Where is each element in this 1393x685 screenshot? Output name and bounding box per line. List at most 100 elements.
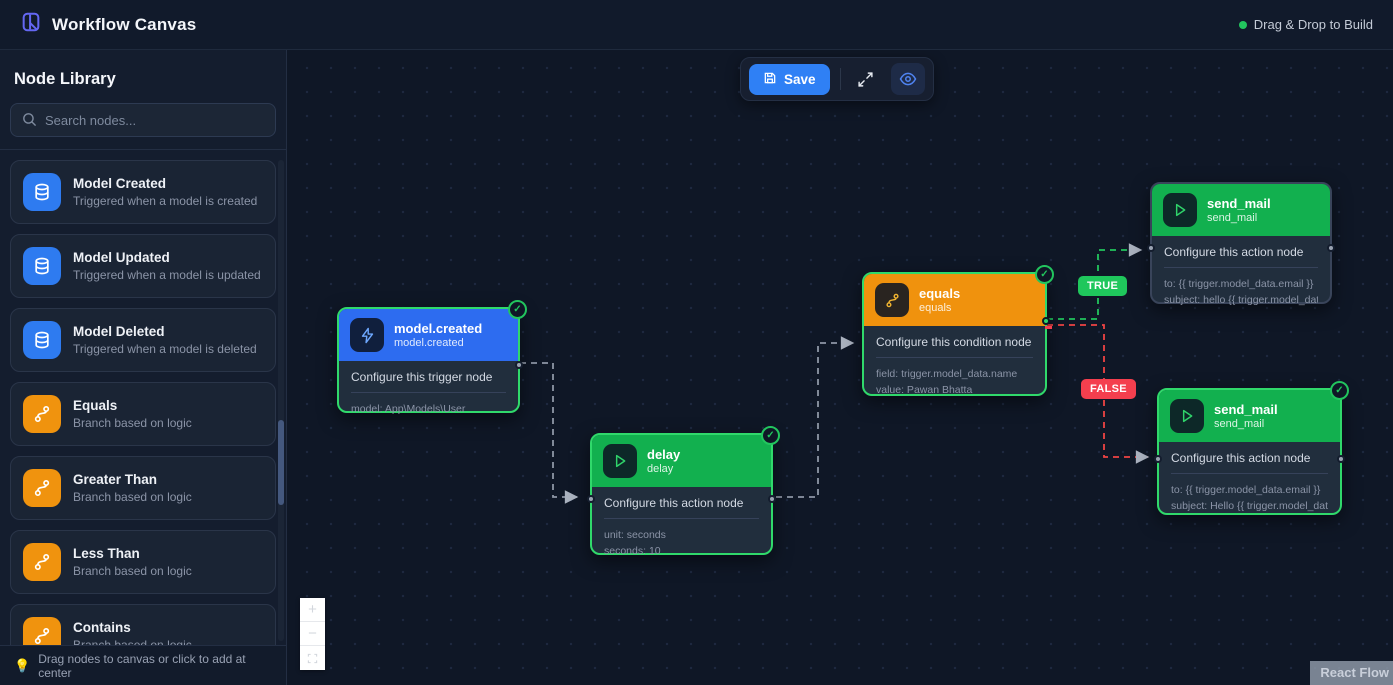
- sidebar-title: Node Library: [14, 70, 116, 88]
- node-send-mail-true[interactable]: send_mail send_mail Configure this actio…: [1147, 182, 1335, 306]
- true-output-handle[interactable]: [1042, 317, 1050, 325]
- list-item-desc: Branch based on logic: [73, 564, 192, 578]
- play-icon: [603, 444, 637, 478]
- search-wrap: [10, 103, 276, 137]
- node-title: send_mail: [1214, 402, 1278, 418]
- node-header: send_mail send_mail: [1159, 390, 1340, 442]
- preview-button[interactable]: [890, 63, 925, 95]
- node-subtitle: equals: [919, 301, 952, 314]
- output-handle[interactable]: [768, 495, 776, 503]
- list-item-desc: Branch based on logic: [73, 638, 192, 645]
- search-icon: [21, 111, 38, 133]
- node-model-created[interactable]: ✓ model.created model.created Configure …: [337, 300, 527, 415]
- database-icon: [23, 173, 61, 211]
- zoom-out-button[interactable]: −: [300, 622, 325, 646]
- list-item-desc: Branch based on logic: [73, 416, 192, 430]
- top-bar: Workflow Canvas Drag & Drop to Build: [0, 0, 1393, 50]
- list-item-model-deleted[interactable]: Model Deleted Triggered when a model is …: [10, 308, 276, 372]
- zoom-in-button[interactable]: +: [300, 598, 325, 622]
- list-item-contains[interactable]: Contains Branch based on logic: [10, 604, 276, 645]
- node-title: model.created: [394, 321, 483, 337]
- toolbar-divider: [839, 68, 841, 90]
- list-item-label: Model Deleted: [73, 324, 165, 339]
- lightning-icon: [350, 318, 384, 352]
- false-output-handle[interactable]: [1045, 326, 1052, 329]
- status-dot-icon: [1238, 20, 1247, 29]
- list-item-desc: Triggered when a model is updated: [73, 268, 261, 282]
- list-item-model-created[interactable]: Model Created Triggered when a model is …: [10, 160, 276, 224]
- node-param: unit: seconds: [604, 529, 666, 541]
- save-button[interactable]: Save: [749, 63, 830, 95]
- list-item-equals[interactable]: Equals Branch based on logic: [10, 382, 276, 446]
- node-title: delay: [647, 447, 681, 463]
- zoom-controls: + −: [300, 598, 325, 670]
- node-delay[interactable]: ✓ delay delay Configure this action node…: [587, 426, 780, 557]
- build-mode-status: Drag & Drop to Build: [1238, 17, 1373, 32]
- list-item-desc: Triggered when a model is created: [73, 194, 258, 208]
- node-hint: Configure this action node: [604, 496, 759, 519]
- react-flow-attribution[interactable]: React Flow: [1310, 661, 1393, 685]
- branch-icon: [23, 543, 61, 581]
- status-label: Drag & Drop to Build: [1253, 17, 1373, 32]
- expand-icon: [858, 71, 873, 87]
- list-item-less-than[interactable]: Less Than Branch based on logic: [10, 530, 276, 594]
- output-handle[interactable]: [1327, 244, 1335, 252]
- fit-view-button[interactable]: [851, 64, 881, 94]
- node-equals[interactable]: ✓ equals equals Configure this condition…: [862, 265, 1054, 397]
- configured-check-icon: ✓: [1035, 265, 1054, 284]
- canvas-toolbar: Save: [740, 57, 934, 101]
- input-handle[interactable]: [1154, 455, 1162, 463]
- node-param: to: {{ trigger.model_data.email }}: [1164, 278, 1314, 290]
- play-icon: [1170, 399, 1204, 433]
- search-input[interactable]: [10, 103, 276, 137]
- node-param: model: App\Models\User: [351, 403, 466, 415]
- node-param: value: Pawan Bhatta: [876, 384, 973, 397]
- node-param: field: trigger.model_data.name: [876, 368, 1018, 380]
- list-item-label: Model Updated: [73, 250, 170, 265]
- flow-canvas[interactable]: TRUE FALSE Save: [287, 50, 1393, 685]
- database-icon: [23, 321, 61, 359]
- input-handle[interactable]: [1147, 244, 1155, 252]
- node-hint: Configure this trigger node: [351, 370, 506, 393]
- branch-icon: [23, 469, 61, 507]
- lightbulb-icon: 💡: [14, 657, 31, 673]
- list-item-label: Model Created: [73, 176, 167, 191]
- save-label: Save: [784, 71, 816, 87]
- edge-delay-to-equals: [776, 336, 855, 498]
- edge-equals-true: [1047, 243, 1143, 320]
- database-icon: [23, 247, 61, 285]
- node-param: to: {{ trigger.model_data.email }}: [1171, 484, 1321, 496]
- node-title: send_mail: [1207, 196, 1271, 212]
- node-param: subject: Hello {{ trigger.model_dat...: [1171, 500, 1328, 513]
- fit-view-control-button[interactable]: [300, 646, 325, 670]
- node-send-mail-false[interactable]: ✓ send_mail send_mail Configure this act…: [1154, 381, 1349, 515]
- edge-label-false: FALSE: [1081, 379, 1136, 399]
- node-hint: Configure this action node: [1164, 245, 1318, 268]
- edge-trigger-to-delay: [520, 362, 579, 504]
- branch-icon: [23, 395, 61, 433]
- input-handle[interactable]: [587, 495, 595, 503]
- node-param: subject: hello {{ trigger.model_dat...: [1164, 294, 1318, 307]
- brand: Workflow Canvas: [20, 11, 196, 38]
- node-header: equals equals: [864, 274, 1045, 326]
- output-handle[interactable]: [1337, 455, 1345, 463]
- list-item-model-updated[interactable]: Model Updated Triggered when a model is …: [10, 234, 276, 298]
- configured-check-icon: ✓: [508, 300, 527, 319]
- node-param: seconds: 10: [604, 545, 661, 558]
- node-subtitle: send_mail: [1207, 211, 1258, 224]
- node-title: equals: [919, 286, 961, 302]
- save-icon: [763, 71, 777, 88]
- node-library-sidebar: Node Library Model Created Trigge: [0, 50, 287, 685]
- node-hint: Configure this action node: [1171, 451, 1328, 474]
- list-item-desc: Triggered when a model is deleted: [73, 342, 257, 356]
- list-item-label: Contains: [73, 620, 131, 635]
- sidebar-scrollbar-thumb[interactable]: [278, 420, 284, 505]
- list-item-label: Greater Than: [73, 472, 158, 487]
- output-handle[interactable]: [515, 361, 523, 369]
- node-subtitle: send_mail: [1214, 417, 1265, 430]
- list-item-greater-than[interactable]: Greater Than Branch based on logic: [10, 456, 276, 520]
- list-item-label: Less Than: [73, 546, 140, 561]
- play-icon: [1163, 193, 1197, 227]
- sidebar-scrollbar-track: [278, 160, 284, 641]
